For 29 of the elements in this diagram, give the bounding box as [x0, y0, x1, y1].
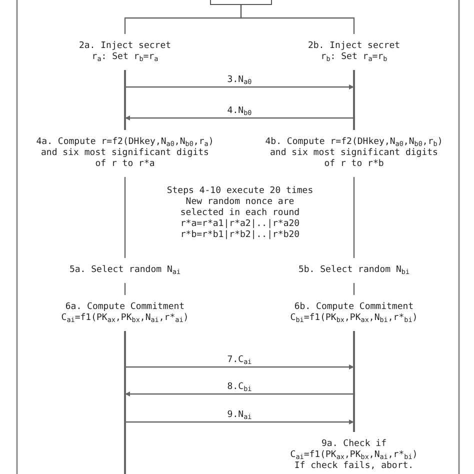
edge-label: 7.C$_{ai}$: [226, 355, 253, 366]
step-text: 5b. Select random N$_{bi}$: [298, 265, 410, 276]
step-text: 9a. Check if C$_{ai}$=f1(PK$_{ax}$,PK$_{bx}$,N$_{ai}$,r*$_{bi}$) If check fails, abort.: [286, 439, 422, 472]
arrow: [125, 84, 354, 90]
connector-line: [124, 283, 126, 295]
lifeline-bar: [353, 70, 355, 130]
step-text: 6a. Compute Commitment C$_{ai}$=f1(PK$_{ax}$,PK$_{bx}$,N$_{ai}$,r*$_{ai}$): [57, 302, 193, 324]
edge-label: 9.N$_{ai}$: [226, 410, 253, 421]
step-text: 2a. Inject secret r$_{a}$: Set r$_{b}$=r$_{a}$: [76, 41, 174, 63]
connector-line: [353, 177, 355, 258]
step-text: 4b. Compute r=f2(DHkey,N$_{a0}$,N$_{b0}$,r$_{b}$) and six most significant digits of r to r*b: [264, 137, 444, 170]
lifeline-bar: [353, 331, 355, 432]
step-text: 4a. Compute r=f2(DHkey,N$_{a0}$,N$_{b0}$,r$_{a}$) and six most significant digits of r to r*a: [36, 137, 214, 170]
connector-line: [353, 283, 355, 295]
lifeline-bar: [124, 331, 126, 474]
arrow: [125, 116, 354, 120]
step-text: 5a. Select random N$_{ai}$: [69, 265, 181, 276]
arrow: [125, 392, 354, 396]
arrow: [125, 364, 354, 370]
connector-line: [124, 177, 126, 258]
step-text: 6b. Compute Commitment C$_{bi}$=f1(PK$_{bx}$,PK$_{ax}$,N$_{bi}$,r*$_{bi}$): [286, 302, 422, 324]
edge-label: 3.N$_{a0}$: [226, 75, 253, 86]
note-text: Steps 4-10 execute 20 times New random nonce are selected in each round r*a=r*a1|r*a2|..|r*a20 r*b=r*b1|r*b2|..|r*b20: [166, 186, 314, 241]
edge-label: 8.C$_{bi}$: [226, 382, 253, 393]
lifeline-bar: [124, 70, 126, 130]
edge-label: 4.N$_{b0}$: [226, 106, 253, 117]
arrow: [125, 420, 354, 424]
step-text: 2b. Inject secret r$_{b}$: Set r$_{a}$=r$_{b}$: [305, 41, 403, 63]
connector-line: [240, 5, 355, 34]
